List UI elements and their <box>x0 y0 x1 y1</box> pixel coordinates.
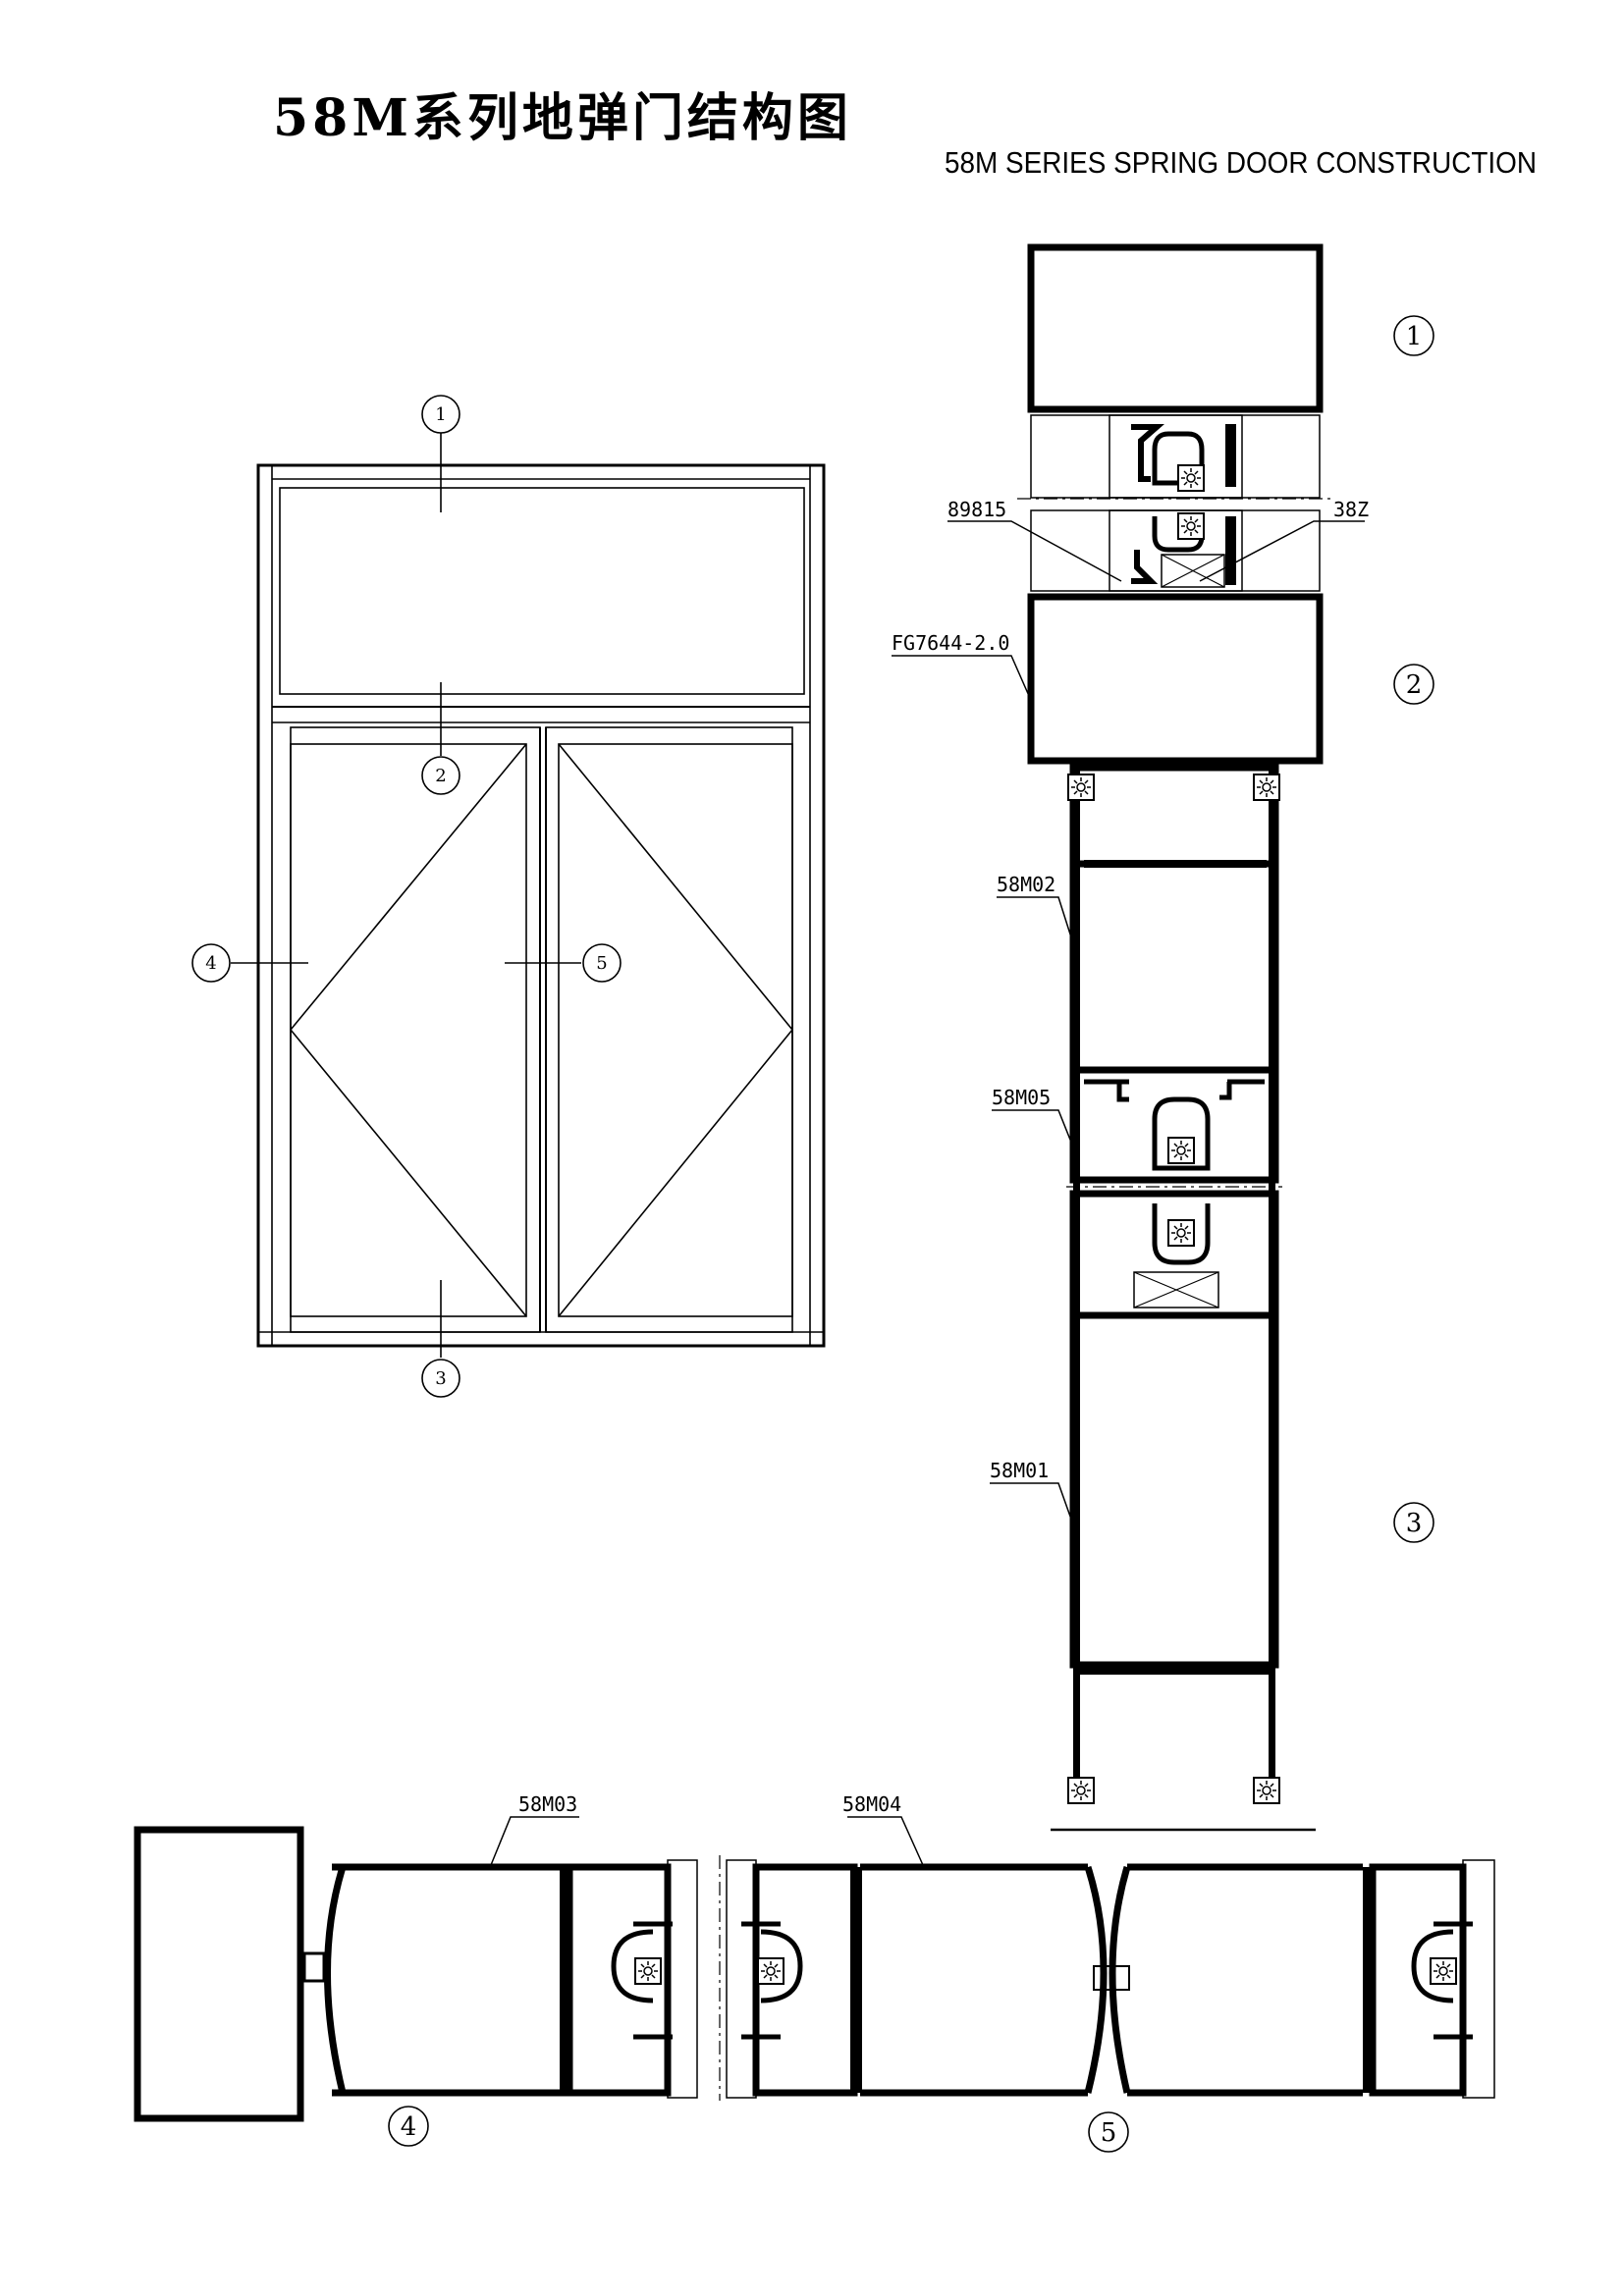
svg-text:2: 2 <box>435 766 446 786</box>
label-58m05: 58M05 <box>992 1086 1051 1109</box>
svg-text:5: 5 <box>1101 2118 1117 2148</box>
wool-pile-seal-icon <box>1430 1957 1457 1985</box>
horizontal-section: 58M03 58M04 4 5 <box>134 1792 1495 2153</box>
wool-pile-seal-icon <box>1067 1777 1095 1804</box>
wool-pile-seal-icon <box>1253 1777 1280 1804</box>
page-title: 58M系列地弹门结构图 <box>273 88 852 148</box>
wool-pile-seal-icon <box>1177 464 1205 492</box>
page-subtitle: 58M SERIES SPRING DOOR CONSTRUCTION <box>945 145 1538 180</box>
svg-text:1: 1 <box>435 404 446 425</box>
label-58m04: 58M04 <box>842 1792 901 1816</box>
label-fg7644: FG7644-2.0 <box>892 631 1009 655</box>
svg-text:2: 2 <box>1406 670 1423 700</box>
elevation-marker-3: 3 <box>421 1359 460 1398</box>
elevation-marker-4: 4 <box>191 943 231 983</box>
svg-text:5: 5 <box>596 953 607 974</box>
vertical-section: 89815 38Z FG7644-2.0 58M02 58M05 58M01 1… <box>892 243 1434 1832</box>
wool-pile-seal-icon <box>1067 774 1095 801</box>
label-89815: 89815 <box>947 498 1006 521</box>
section-marker-5: 5 <box>1088 2111 1129 2153</box>
elevation-marker-2: 2 <box>421 756 460 795</box>
svg-text:4: 4 <box>401 2112 417 2142</box>
label-38z: 38Z <box>1333 498 1369 521</box>
elevation-marker-1: 1 <box>421 395 460 434</box>
svg-text:3: 3 <box>1406 1509 1423 1538</box>
section-marker-4: 4 <box>388 2106 429 2147</box>
wool-pile-seal-icon <box>634 1957 662 1985</box>
svg-text:3: 3 <box>435 1368 446 1389</box>
svg-text:4: 4 <box>205 953 216 974</box>
svg-text:1: 1 <box>1406 322 1423 351</box>
wool-pile-seal-icon <box>1167 1137 1195 1164</box>
section-marker-1: 1 <box>1393 315 1434 356</box>
wool-pile-seal-icon <box>1177 512 1205 540</box>
section-marker-3: 3 <box>1393 1502 1434 1543</box>
wool-pile-seal-icon <box>1253 774 1280 801</box>
wool-pile-seal-icon <box>757 1957 784 1985</box>
wool-pile-seal-icon <box>1167 1219 1195 1247</box>
elevation-marker-5: 5 <box>582 943 622 983</box>
label-58m02: 58M02 <box>997 873 1055 896</box>
label-58m01: 58M01 <box>990 1459 1049 1482</box>
label-58m03: 58M03 <box>518 1792 577 1816</box>
door-elevation: 1 2 3 4 5 <box>191 395 826 1398</box>
section-marker-2: 2 <box>1393 664 1434 705</box>
